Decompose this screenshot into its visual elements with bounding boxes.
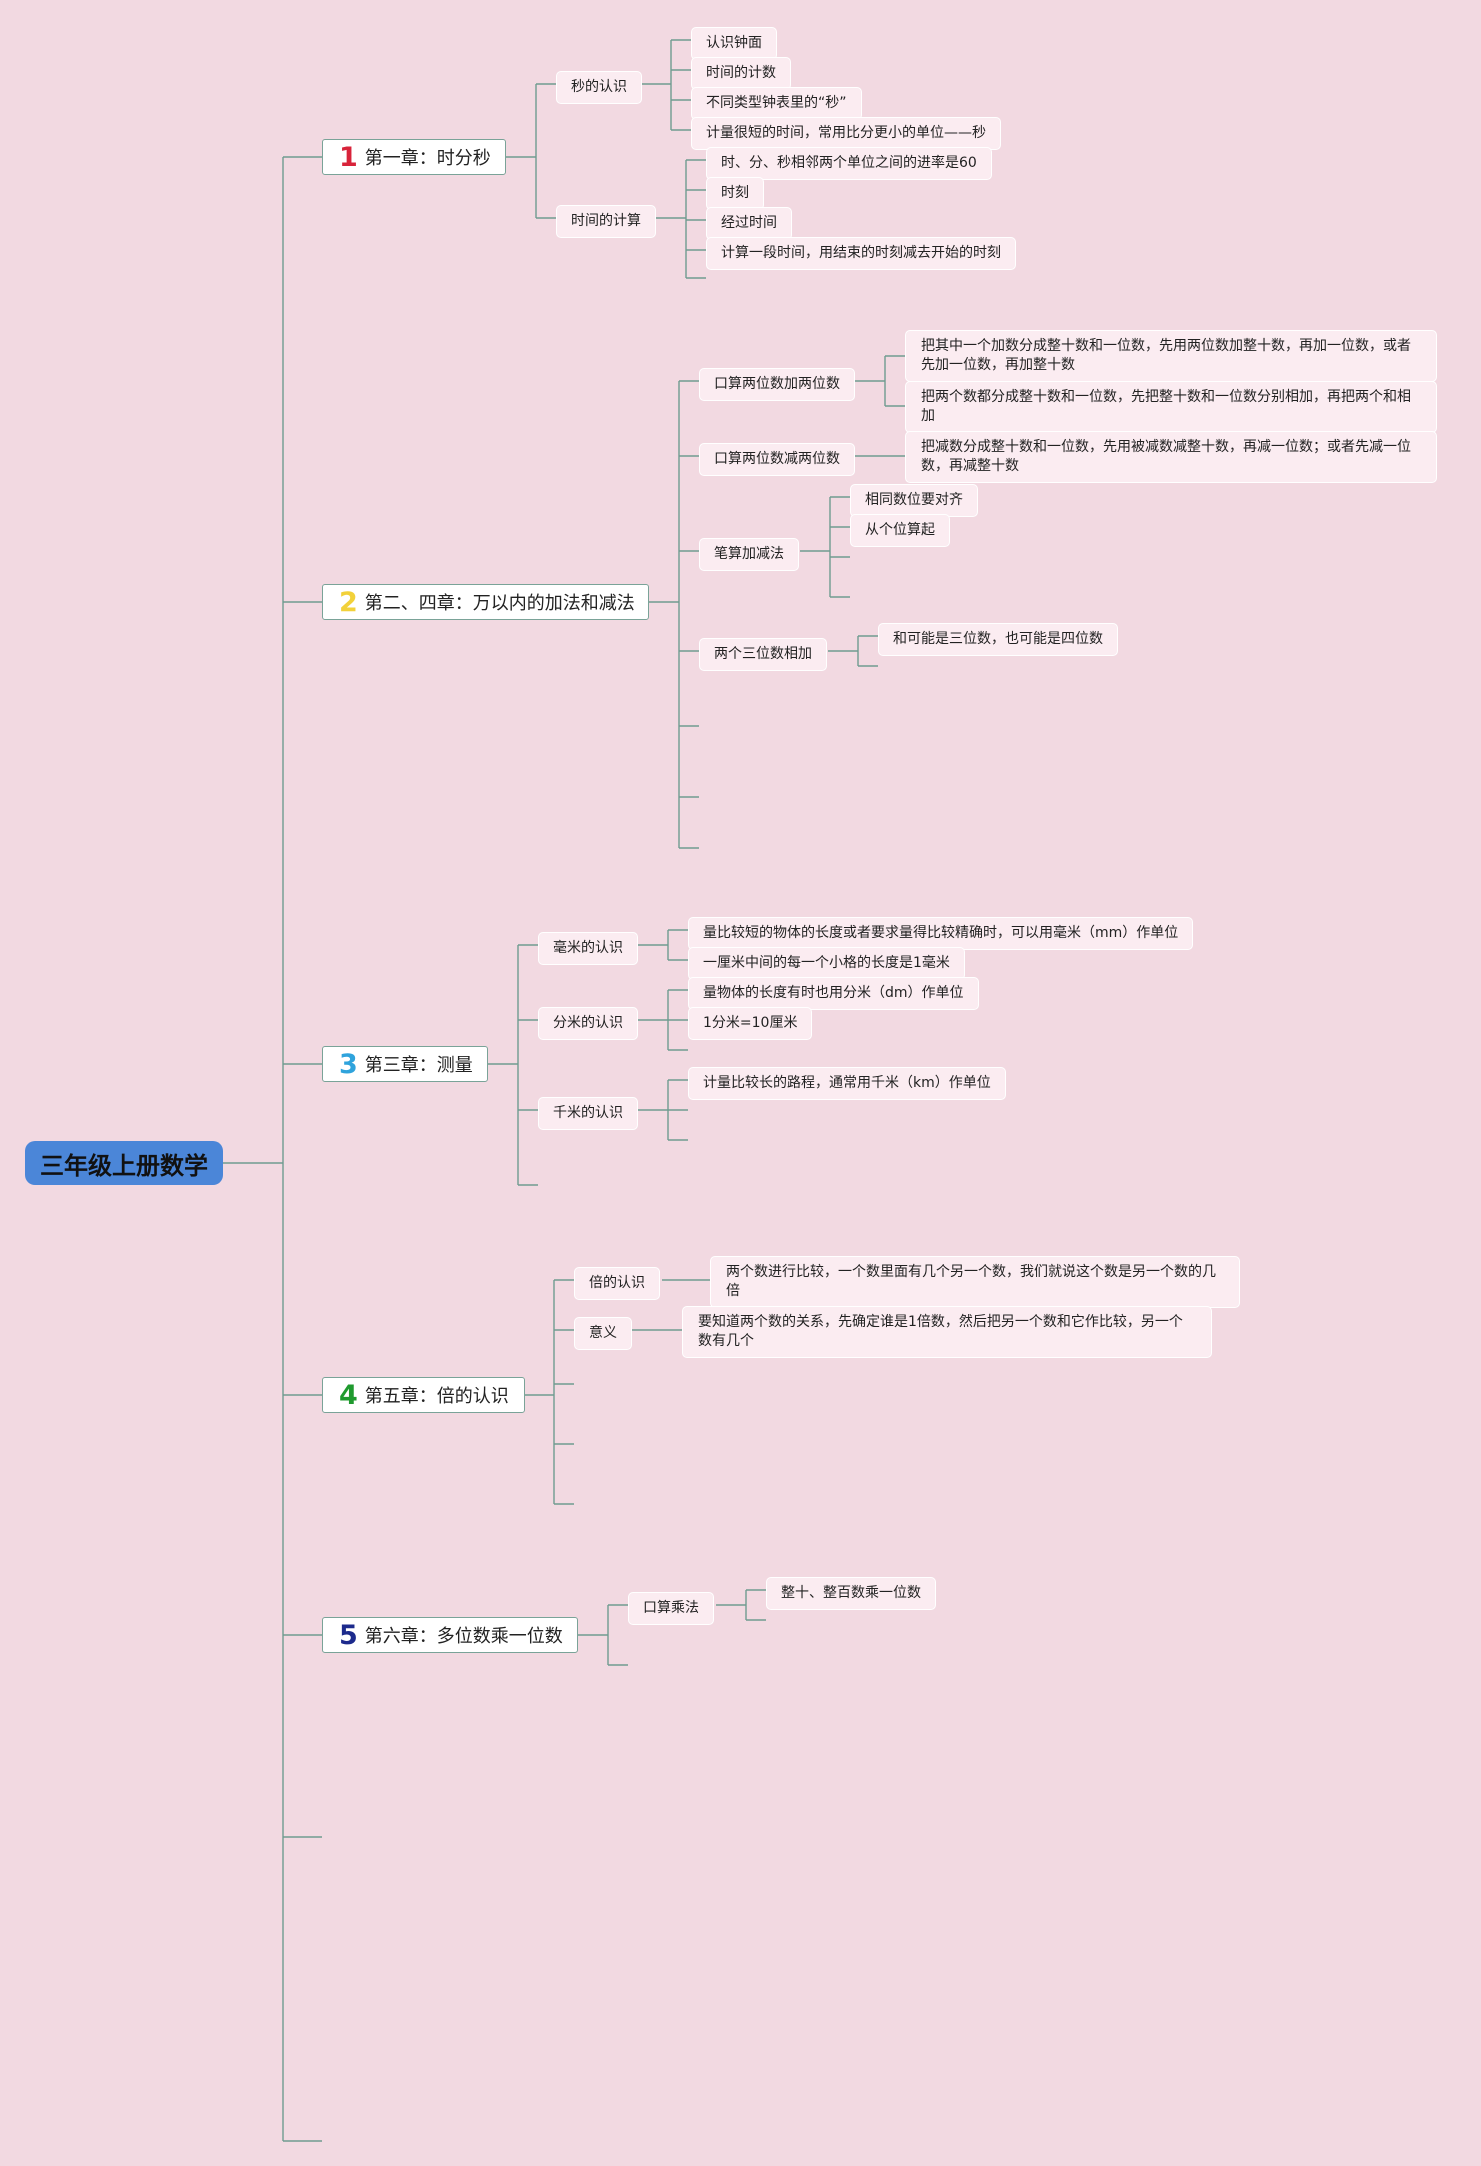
- topic-node[interactable]: 毫米的认识: [538, 932, 638, 965]
- connector-ch1-t2: [656, 159, 706, 279]
- root-topic[interactable]: 三年级上册数学: [25, 1141, 223, 1185]
- chapter-title: 第三章：测量: [364, 1055, 473, 1076]
- chapter-number: 2: [339, 586, 358, 618]
- point-node[interactable]: 时间的计数: [691, 57, 791, 90]
- point-node[interactable]: 把减数分成整十数和一位数，先用被减数减整十数，再减一位数；或者先减一位数，再减整…: [905, 431, 1437, 483]
- point-node[interactable]: 和可能是三位数，也可能是四位数: [878, 623, 1118, 656]
- chapter-1-node[interactable]: 1 第一章：时分秒: [322, 139, 506, 175]
- connector-ch2-t1: [855, 355, 905, 407]
- chapter-4-node[interactable]: 4 第五章：倍的认识: [322, 1377, 525, 1413]
- chapter-3-node[interactable]: 3 第三章：测量: [322, 1046, 488, 1082]
- point-node[interactable]: 量物体的长度有时也用分米（dm）作单位: [688, 977, 979, 1010]
- point-node[interactable]: 时刻: [706, 177, 764, 210]
- chapter-2-node[interactable]: 2 第二、四章：万以内的加法和减法: [322, 584, 649, 620]
- topic-node[interactable]: 口算乘法: [628, 1592, 714, 1625]
- connector-ch1-t1: [641, 39, 691, 131]
- point-node[interactable]: 计算一段时间，用结束的时刻减去开始的时刻: [706, 237, 1016, 270]
- topic-node[interactable]: 意义: [574, 1317, 632, 1350]
- connector-ch5-t1: [716, 1589, 766, 1621]
- chapter-number: 1: [339, 141, 358, 173]
- topic-node[interactable]: 口算两位数加两位数: [699, 368, 855, 401]
- connector-ch2-t3: [800, 496, 850, 598]
- point-node[interactable]: 量比较短的物体的长度或者要求量得比较精确时，可以用毫米（mm）作单位: [688, 917, 1194, 950]
- connector-ch3-topics: [488, 944, 538, 1186]
- chapter-number: 5: [339, 1619, 358, 1651]
- point-node[interactable]: 计量比较长的路程，通常用千米（km）作单位: [688, 1067, 1006, 1100]
- point-node[interactable]: 计量很短的时间，常用比分更小的单位——秒: [691, 117, 1001, 150]
- topic-node[interactable]: 两个三位数相加: [699, 638, 827, 671]
- chapter-title: 第一章：时分秒: [364, 148, 491, 169]
- connector-ch3-t1: [638, 929, 688, 961]
- topic-node[interactable]: 笔算加减法: [699, 538, 799, 571]
- connector-ch5-topics: [578, 1604, 628, 1666]
- connector-ch4-topics: [525, 1279, 574, 1505]
- point-node[interactable]: 1分米=10厘米: [688, 1007, 813, 1040]
- topic-node[interactable]: 口算两位数减两位数: [699, 443, 855, 476]
- connector-ch2-topics: [649, 380, 699, 849]
- chapter-5-node[interactable]: 5 第六章：多位数乘一位数: [322, 1617, 578, 1653]
- point-node[interactable]: 把其中一个加数分成整十数和一位数，先用两位数加整十数，再加一位数，或者先加一位数…: [905, 330, 1437, 382]
- point-node[interactable]: 把两个数都分成整十数和一位数，先把整十数和一位数分别相加，再把两个和相加: [905, 381, 1437, 433]
- point-node[interactable]: 认识钟面: [691, 27, 777, 60]
- topic-node[interactable]: 时间的计算: [556, 205, 656, 238]
- point-node[interactable]: 要知道两个数的关系，先确定谁是1倍数，然后把另一个数和它作比较，另一个数有几个: [682, 1306, 1212, 1358]
- chapter-title: 第五章：倍的认识: [364, 1386, 509, 1407]
- point-node[interactable]: 一厘米中间的每一个小格的长度是1毫米: [688, 947, 965, 980]
- topic-node[interactable]: 秒的认识: [556, 71, 642, 104]
- point-node[interactable]: 两个数进行比较，一个数里面有几个另一个数，我们就说这个数是另一个数的几倍: [710, 1256, 1240, 1308]
- chapter-title: 第六章：多位数乘一位数: [364, 1626, 563, 1647]
- point-node[interactable]: 不同类型钟表里的“秒”: [691, 87, 862, 120]
- connector-ch2-t4: [828, 635, 878, 667]
- point-node[interactable]: 相同数位要对齐: [850, 484, 978, 517]
- point-node[interactable]: 从个位算起: [850, 514, 950, 547]
- topic-node[interactable]: 分米的认识: [538, 1007, 638, 1040]
- chapter-number: 3: [339, 1048, 358, 1080]
- connector-ch3-t3: [638, 1079, 688, 1141]
- point-node[interactable]: 时、分、秒相邻两个单位之间的进率是60: [706, 147, 992, 180]
- topic-node[interactable]: 倍的认识: [574, 1267, 660, 1300]
- connector-ch3-t2: [638, 989, 688, 1051]
- chapter-number: 4: [339, 1379, 358, 1411]
- topic-node[interactable]: 千米的认识: [538, 1097, 638, 1130]
- point-node[interactable]: 整十、整百数乘一位数: [766, 1577, 936, 1610]
- point-node[interactable]: 经过时间: [706, 207, 792, 240]
- connector-ch1-topics: [506, 83, 556, 219]
- chapter-title: 第二、四章：万以内的加法和减法: [364, 593, 635, 614]
